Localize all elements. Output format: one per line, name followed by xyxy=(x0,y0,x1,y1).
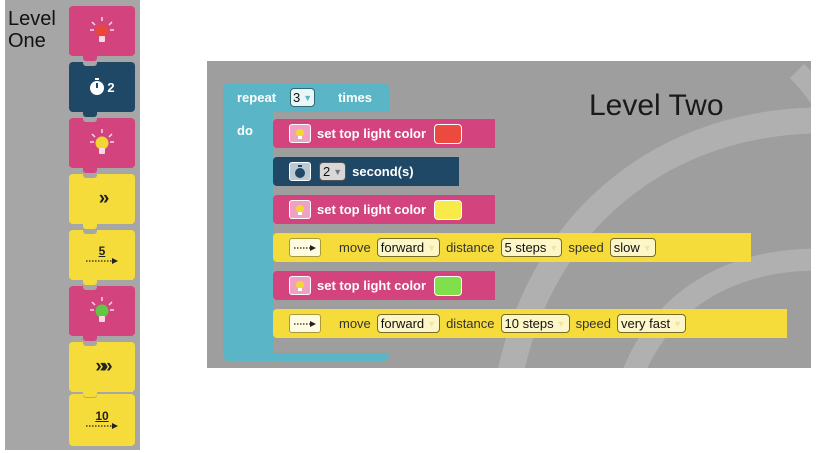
set-light-block[interactable]: set top light color xyxy=(273,271,495,300)
wait-block[interactable]: 2▼ second(s) xyxy=(273,157,459,186)
stopwatch-icon xyxy=(289,162,311,181)
chevron-down-icon: ▼ xyxy=(673,318,683,329)
move-speed-block[interactable]: »» xyxy=(69,341,135,397)
set-light-label: set top light color xyxy=(317,278,427,293)
timer-block[interactable]: 2 xyxy=(69,61,135,117)
repeat-label: repeat xyxy=(237,90,277,105)
repeat-count-dropdown[interactable]: 3▼ xyxy=(290,88,316,107)
level-two-workspace[interactable]: Level Two repeat 3▼ times do set top lig… xyxy=(207,61,811,368)
dotted-arrow-icon xyxy=(289,238,321,257)
set-light-block[interactable]: set top light color xyxy=(273,119,495,148)
distance-label: distance xyxy=(446,316,495,331)
dotted-arrow-icon xyxy=(86,423,118,429)
direction-dropdown[interactable]: forward▼ xyxy=(376,238,441,257)
chevron-down-icon: ▼ xyxy=(427,242,437,253)
level-two-title: Level Two xyxy=(589,89,724,122)
chevron-down-icon: ▼ xyxy=(556,318,566,329)
set-light-label: set top light color xyxy=(317,202,427,217)
set-light-block[interactable]: set top light color xyxy=(273,195,495,224)
speed-dropdown[interactable]: slow▼ xyxy=(609,238,656,257)
chevrons-right-icon: »» xyxy=(95,356,112,377)
light-block-yellow[interactable] xyxy=(69,117,135,173)
chevrons-right-icon: » xyxy=(98,188,109,209)
lightbulb-icon xyxy=(90,17,114,42)
move-label: move xyxy=(339,316,371,331)
speed-dropdown[interactable]: very fast▼ xyxy=(617,314,687,333)
speed-label: speed xyxy=(568,240,604,255)
move-block[interactable]: move forward▼ distance 10 steps▼ speed v… xyxy=(273,309,787,338)
speed-label: speed xyxy=(575,316,611,331)
timer-value: 2 xyxy=(107,79,115,95)
color-swatch-yellow[interactable] xyxy=(434,199,463,220)
direction-dropdown[interactable]: forward▼ xyxy=(376,314,441,333)
move-block[interactable]: move forward▼ distance 5 steps▼ speed sl… xyxy=(273,233,751,262)
wait-seconds-dropdown[interactable]: 2▼ xyxy=(319,162,347,181)
set-light-label: set top light color xyxy=(317,126,427,141)
lightbulb-icon xyxy=(289,200,311,219)
move-label: move xyxy=(339,240,371,255)
move-distance-block[interactable]: 10 xyxy=(69,393,135,446)
move-distance-block[interactable]: 5 xyxy=(69,229,135,285)
lightbulb-icon xyxy=(90,129,114,154)
times-label: times xyxy=(338,90,372,105)
chevron-down-icon: ▼ xyxy=(303,92,313,103)
lightbulb-icon xyxy=(289,276,311,295)
lightbulb-icon xyxy=(90,297,114,322)
light-block-green[interactable] xyxy=(69,285,135,341)
light-block-red[interactable] xyxy=(69,6,135,61)
lightbulb-icon xyxy=(289,124,311,143)
stopwatch-icon xyxy=(90,78,105,95)
do-label: do xyxy=(237,123,253,138)
color-swatch-green[interactable] xyxy=(434,275,463,296)
chevron-down-icon: ▼ xyxy=(333,166,343,177)
distance-value: 10 xyxy=(95,409,109,423)
color-swatch-red[interactable] xyxy=(434,123,463,144)
chevron-down-icon: ▼ xyxy=(427,318,437,329)
chevron-down-icon: ▼ xyxy=(549,242,559,253)
distance-label: distance xyxy=(446,240,495,255)
dotted-arrow-icon xyxy=(289,314,321,333)
level-one-palette: Level One 2 xyxy=(5,0,140,450)
distance-dropdown[interactable]: 5 steps▼ xyxy=(500,238,563,257)
move-speed-block[interactable]: » xyxy=(69,173,135,229)
level-one-title: Level One xyxy=(8,8,56,52)
dotted-arrow-icon xyxy=(86,258,118,264)
distance-value: 5 xyxy=(98,244,106,258)
distance-dropdown[interactable]: 10 steps▼ xyxy=(500,314,570,333)
chevron-down-icon: ▼ xyxy=(642,242,652,253)
seconds-label: second(s) xyxy=(352,164,414,179)
